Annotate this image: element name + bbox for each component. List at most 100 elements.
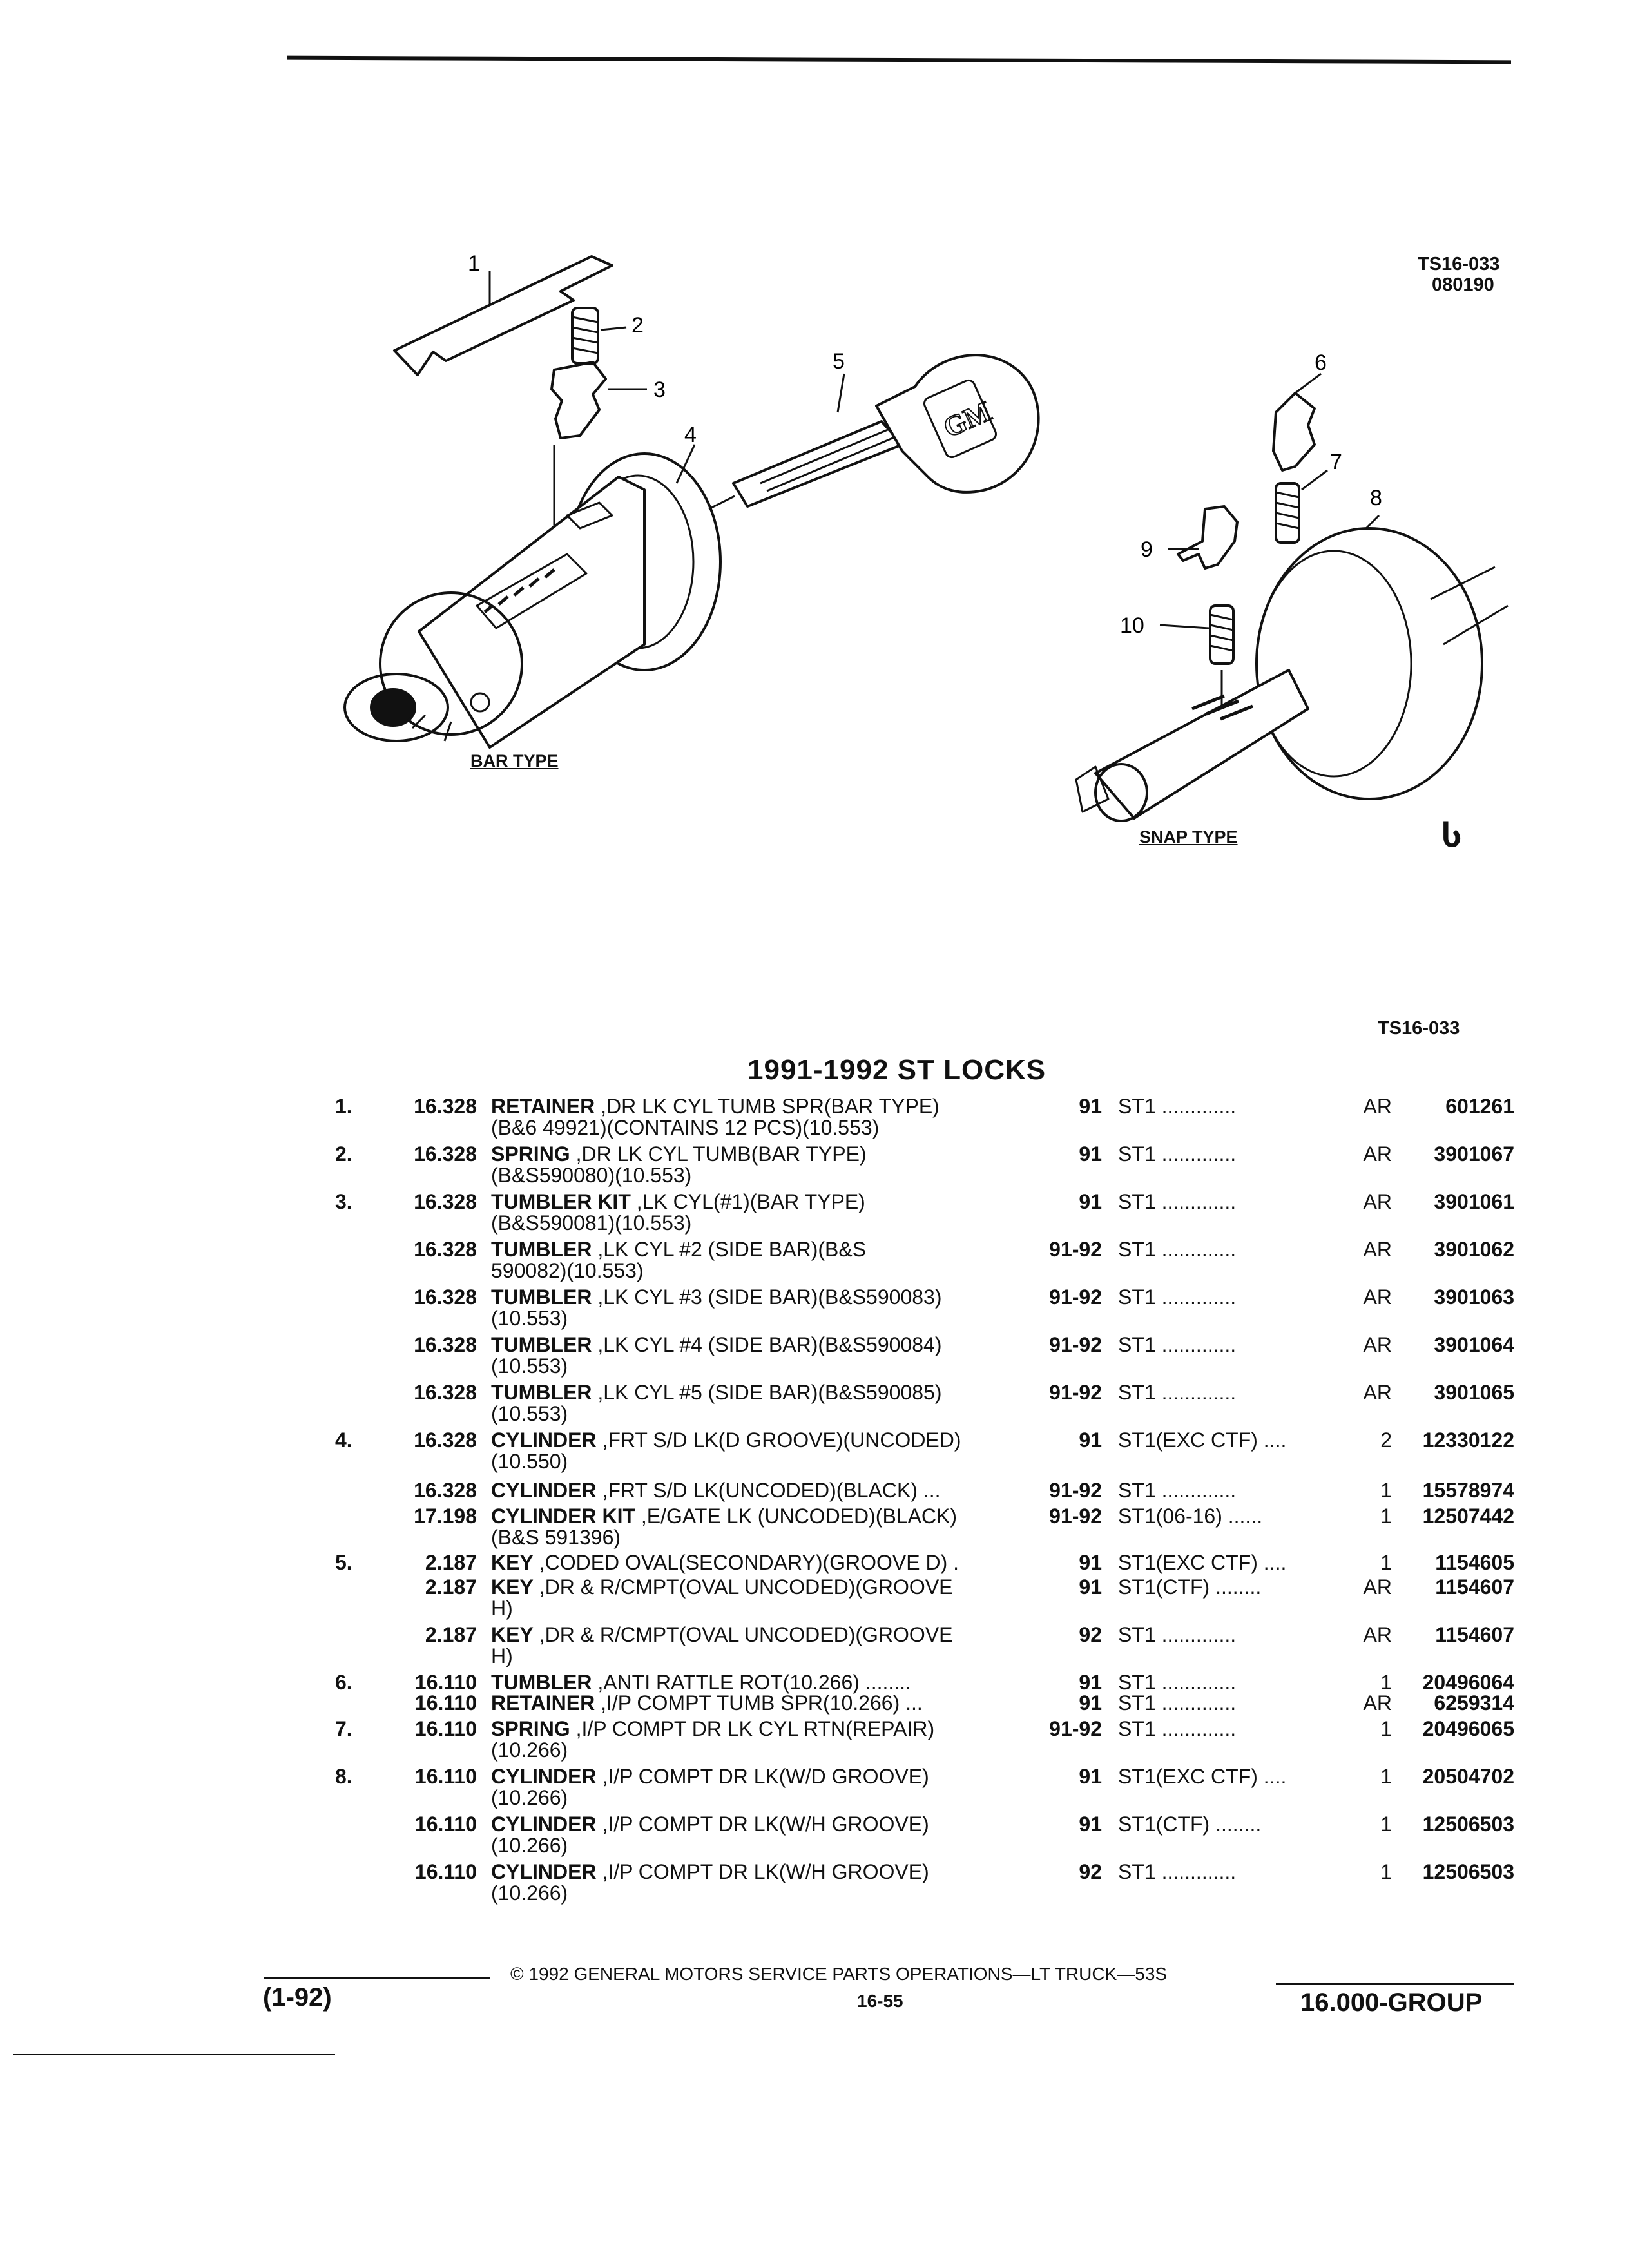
- callout-9: 9: [1141, 537, 1153, 562]
- part-name: CYLINDER KIT: [491, 1504, 635, 1528]
- group-number: 17.198: [414, 1504, 477, 1528]
- snap-tumbler-part: [1272, 392, 1316, 472]
- snap-retainer-part: [1177, 505, 1239, 570]
- part-index: 1.: [335, 1095, 352, 1118]
- part-detail-continued: (10.266): [491, 1738, 568, 1762]
- group-number: 2.187: [425, 1575, 477, 1599]
- part-description: TUMBLER ,LK CYL #4 (SIDE BAR)(B&S590084): [491, 1334, 941, 1356]
- model-year: 91: [1079, 1095, 1102, 1118]
- group-number: 16.328: [414, 1238, 477, 1261]
- model-year: 91-92: [1049, 1504, 1102, 1528]
- part-name: RETAINER: [491, 1691, 595, 1715]
- application: ST1 .............: [1118, 1095, 1237, 1118]
- model-year: 91: [1079, 1765, 1102, 1788]
- gm-key-part: [732, 354, 1040, 508]
- part-number: 3901065: [1434, 1381, 1514, 1404]
- page-number: 16-55: [857, 1991, 903, 2011]
- bar-tumbler-part: [550, 361, 607, 439]
- part-detail-continued: (10.553): [491, 1307, 568, 1330]
- figure-ref-date: 080190: [1432, 274, 1494, 295]
- part-number: 3901061: [1434, 1190, 1514, 1213]
- quantity: AR: [1363, 1285, 1392, 1309]
- part-number: 6259314: [1434, 1691, 1514, 1715]
- quantity: AR: [1363, 1623, 1392, 1646]
- retainer-bar-part: [393, 255, 613, 376]
- part-number: 12506503: [1422, 1860, 1514, 1883]
- part-number: 20496064: [1422, 1671, 1514, 1694]
- group-number: 16.110: [414, 1691, 477, 1715]
- part-name: KEY: [491, 1575, 534, 1599]
- part-name: CYLINDER: [491, 1765, 597, 1788]
- application: ST1(EXC CTF) ....: [1118, 1428, 1287, 1452]
- part-description: TUMBLER ,ANTI RATTLE ROT(10.266) .......…: [491, 1671, 911, 1694]
- application: ST1 .............: [1118, 1190, 1237, 1213]
- application: ST1 .............: [1118, 1479, 1237, 1502]
- part-number: 20504702: [1422, 1765, 1514, 1788]
- model-year: 91: [1079, 1428, 1102, 1452]
- group-number: 16.328: [414, 1142, 477, 1166]
- group-label: 16.000-GROUP: [1300, 1988, 1483, 2017]
- part-description: CYLINDER ,I/P COMPT DR LK(W/H GROOVE): [491, 1813, 929, 1836]
- part-description: RETAINER ,I/P COMPT TUMB SPR(10.266) ...: [491, 1692, 923, 1715]
- quantity: 1: [1380, 1551, 1392, 1574]
- part-number: 12330122: [1422, 1428, 1514, 1452]
- group-number: 16.328: [414, 1428, 477, 1452]
- part-number: 3901063: [1434, 1285, 1514, 1309]
- part-detail: ,I/P COMPT DR LK(W/H GROOVE): [596, 1860, 929, 1883]
- part-detail: ,LK CYL #3 (SIDE BAR)(B&S590083): [592, 1285, 942, 1309]
- quantity: AR: [1363, 1575, 1392, 1599]
- part-detail: ,DR LK CYL TUMB(BAR TYPE): [570, 1142, 867, 1166]
- part-index: 2.: [335, 1142, 352, 1166]
- part-detail-continued: 590082)(10.553): [491, 1259, 644, 1282]
- part-index: 5.: [335, 1551, 352, 1574]
- bar-type-label: BAR TYPE: [470, 751, 559, 771]
- part-detail: ,LK CYL #4 (SIDE BAR)(B&S590084): [592, 1333, 942, 1356]
- table-ref-code: TS16-033: [1378, 1018, 1460, 1039]
- group-number: 16.110: [414, 1765, 477, 1788]
- quantity: AR: [1363, 1691, 1392, 1715]
- part-detail: ,I/P COMPT TUMB SPR(10.266) ...: [595, 1691, 923, 1715]
- callout-4: 4: [684, 423, 697, 447]
- snap-type-label: SNAP TYPE: [1139, 827, 1238, 847]
- part-number: 3901064: [1434, 1333, 1514, 1356]
- quantity: AR: [1363, 1381, 1392, 1404]
- part-detail-continued: (10.550): [491, 1450, 568, 1473]
- part-name: CYLINDER: [491, 1860, 597, 1883]
- application: ST1 .............: [1118, 1623, 1237, 1646]
- part-description: CYLINDER ,FRT S/D LK(UNCODED)(BLACK) ...: [491, 1479, 941, 1502]
- part-name: TUMBLER: [491, 1333, 592, 1356]
- model-year: 92: [1079, 1623, 1102, 1646]
- part-description: TUMBLER ,LK CYL #3 (SIDE BAR)(B&S590083): [491, 1286, 941, 1309]
- part-number: 1154607: [1435, 1575, 1514, 1599]
- application: ST1(EXC CTF) ....: [1118, 1765, 1287, 1788]
- callout-1: 1: [468, 251, 480, 276]
- part-number: 15578974: [1422, 1479, 1514, 1502]
- model-year: 91-92: [1049, 1333, 1102, 1356]
- quantity: 2: [1380, 1428, 1392, 1452]
- part-number: 1154607: [1435, 1623, 1514, 1646]
- part-description: CYLINDER ,FRT S/D LK(D GROOVE)(UNCODED): [491, 1429, 961, 1452]
- model-year: 91: [1079, 1190, 1102, 1213]
- model-year: 91-92: [1049, 1238, 1102, 1261]
- part-description: TUMBLER ,LK CYL #5 (SIDE BAR)(B&S590085): [491, 1381, 941, 1404]
- callout-6: 6: [1315, 351, 1327, 375]
- callout-8: 8: [1370, 486, 1382, 510]
- application: ST1 .............: [1118, 1860, 1237, 1883]
- part-index: 4.: [335, 1428, 352, 1452]
- callout-2: 2: [631, 313, 644, 338]
- group-number: 16.110: [414, 1671, 477, 1694]
- part-number: 3901062: [1434, 1238, 1514, 1261]
- figure-ref-code: TS16-033: [1418, 254, 1500, 274]
- quantity: AR: [1363, 1238, 1392, 1261]
- model-year: 91: [1079, 1142, 1102, 1166]
- model-year: 91-92: [1049, 1285, 1102, 1309]
- part-detail-continued: (10.553): [491, 1354, 568, 1378]
- model-year: 91: [1079, 1671, 1102, 1694]
- revision-code: (1-92): [263, 1983, 332, 2012]
- quantity: 1: [1380, 1717, 1392, 1740]
- quantity: 1: [1380, 1479, 1392, 1502]
- model-year: 92: [1079, 1860, 1102, 1883]
- part-detail: ,LK CYL #2 (SIDE BAR)(B&S: [592, 1238, 867, 1261]
- copyright-line: © 1992 GENERAL MOTORS SERVICE PARTS OPER…: [510, 1964, 1168, 1984]
- part-name: TUMBLER KIT: [491, 1190, 631, 1213]
